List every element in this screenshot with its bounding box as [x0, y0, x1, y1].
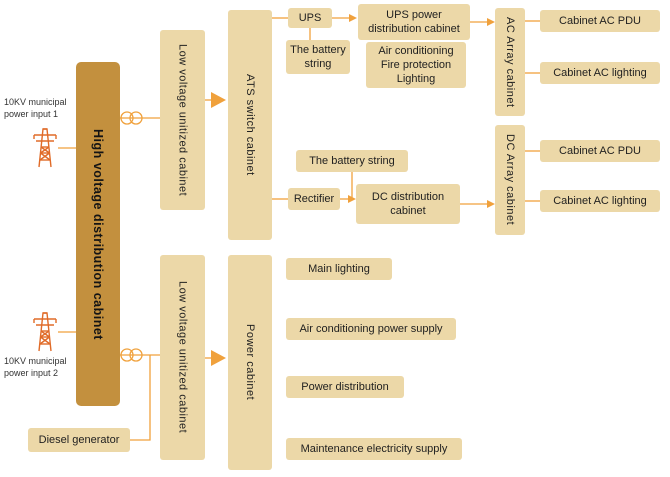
ac-array-cabinet: AC Array cabinet	[495, 8, 525, 116]
rectifier-box: Rectifier	[288, 188, 340, 210]
transmission-tower-icon-1	[30, 124, 60, 173]
air-conditioning-power-supply-box: Air conditioning power supply	[286, 318, 456, 340]
battery-string-top: The battery string	[286, 40, 350, 74]
cabinet-ac-lighting-1: Cabinet AC lighting	[540, 62, 660, 84]
main-lighting-box: Main lighting	[286, 258, 392, 280]
low-voltage-unitized-cabinet-top: Low voltage unitized cabinet	[160, 30, 205, 210]
cabinet-ac-pdu-1: Cabinet AC PDU	[540, 10, 660, 32]
municipal-input-2-label: 10KV municipal power input 2	[4, 356, 67, 379]
dc-distribution-cabinet: DC distribution cabinet	[356, 184, 460, 224]
transmission-tower-icon-2	[30, 308, 60, 357]
cabinet-ac-lighting-2: Cabinet AC lighting	[540, 190, 660, 212]
ac-fire-lighting-loads: Air conditioning Fire protection Lightin…	[366, 42, 466, 88]
ats-switch-cabinet: ATS switch cabinet	[228, 10, 272, 240]
ups-power-distribution-cabinet: UPS power distribution cabinet	[358, 4, 470, 40]
cabinet-ac-pdu-2: Cabinet AC PDU	[540, 140, 660, 162]
maintenance-electricity-supply-box: Maintenance electricity supply	[286, 438, 462, 460]
ups-box: UPS	[288, 8, 332, 28]
low-voltage-unitized-cabinet-bottom: Low voltage unitized cabinet	[160, 255, 205, 460]
municipal-input-1-label: 10KV municipal power input 1	[4, 97, 67, 120]
power-cabinet: Power cabinet	[228, 255, 272, 470]
diesel-generator-box: Diesel generator	[28, 428, 130, 452]
high-voltage-distribution-cabinet: High voltage distribution cabinet	[76, 62, 120, 406]
power-distribution-box: Power distribution	[286, 376, 404, 398]
transformer-icon	[120, 111, 143, 362]
dc-array-cabinet: DC Array cabinet	[495, 125, 525, 235]
battery-string-mid: The battery string	[296, 150, 408, 172]
